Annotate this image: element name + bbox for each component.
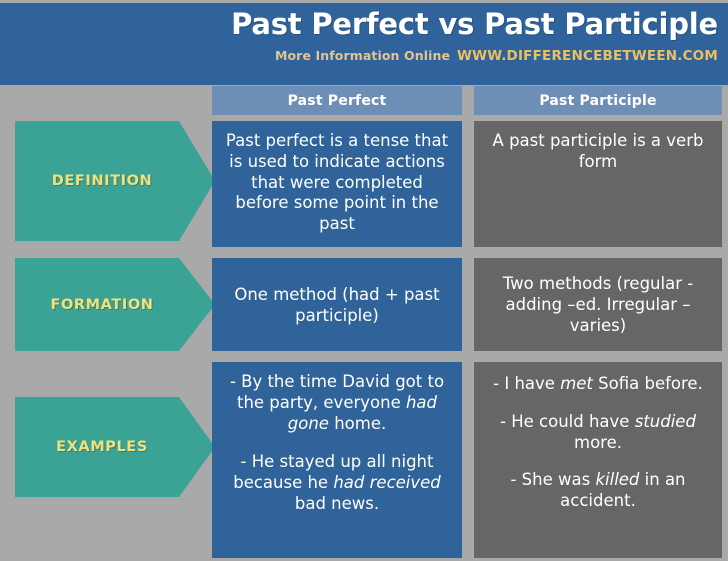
- example-text: - I have: [493, 374, 561, 393]
- example-text: - He could have: [500, 411, 635, 431]
- cell-examples-past-participle: - I have met Sofia before. - He could hav…: [474, 362, 722, 558]
- cell-formation-past-perfect-text: One method (had + past participle): [234, 284, 440, 325]
- header-banner: Past Perfect vs Past Participle More Inf…: [0, 3, 728, 85]
- row-label-definition: DEFINITION: [15, 121, 215, 241]
- row-label-examples: EXAMPLES: [15, 397, 215, 497]
- cell-examples-past-perfect: - By the time David got to the party, ev…: [212, 362, 462, 558]
- example-emphasis: had received: [333, 473, 441, 493]
- column-header-past-perfect: Past Perfect: [212, 86, 462, 115]
- row-label-formation: FORMATION: [15, 258, 215, 351]
- example-emphasis: met: [560, 374, 593, 393]
- example-emphasis: killed: [595, 470, 640, 490]
- row-label-examples-text: EXAMPLES: [56, 439, 148, 455]
- example-text: more.: [574, 432, 622, 452]
- example-emphasis: had gone: [287, 392, 438, 433]
- cell-formation-past-participle: Two methods (regular -adding –ed. Irregu…: [474, 258, 722, 351]
- page-title: Past Perfect vs Past Participle: [231, 7, 718, 41]
- example-text: home.: [328, 413, 387, 433]
- cell-formation-past-participle-text: Two methods (regular -adding –ed. Irregu…: [502, 274, 694, 335]
- example-text: bad news.: [294, 493, 380, 513]
- example-item: - He stayed up all night because he had …: [222, 452, 452, 514]
- cell-definition-past-participle: A past participle is a verb form: [474, 121, 722, 247]
- example-item: - I have met Sofia before.: [484, 374, 712, 395]
- example-emphasis: studied: [634, 411, 696, 431]
- row-label-definition-text: DEFINITION: [51, 173, 153, 189]
- subtitle-prefix: More Information Online: [274, 48, 451, 63]
- example-item: - She was killed in an accident.: [484, 470, 712, 512]
- cell-formation-past-perfect: One method (had + past participle): [212, 258, 462, 351]
- example-text: in an accident.: [560, 470, 686, 511]
- example-text: - She was: [510, 470, 596, 490]
- cell-definition-past-perfect: Past perfect is a tense that is used to …: [212, 121, 462, 247]
- header-subtitle: More Information Online WWW.DIFFERENCEBET…: [98, 47, 718, 64]
- column-header-past-participle: Past Participle: [474, 86, 722, 115]
- example-text: - By the time David got to the party, ev…: [229, 372, 445, 412]
- example-text: Sofia before.: [592, 374, 703, 393]
- example-item: - By the time David got to the party, ev…: [222, 372, 452, 434]
- example-text: - He stayed up all night because he: [233, 452, 434, 493]
- website-url: WWW.DIFFERENCEBETWEEN.COM: [457, 48, 718, 64]
- row-label-formation-text: FORMATION: [50, 296, 154, 313]
- example-item: - He could have studied more.: [484, 412, 712, 454]
